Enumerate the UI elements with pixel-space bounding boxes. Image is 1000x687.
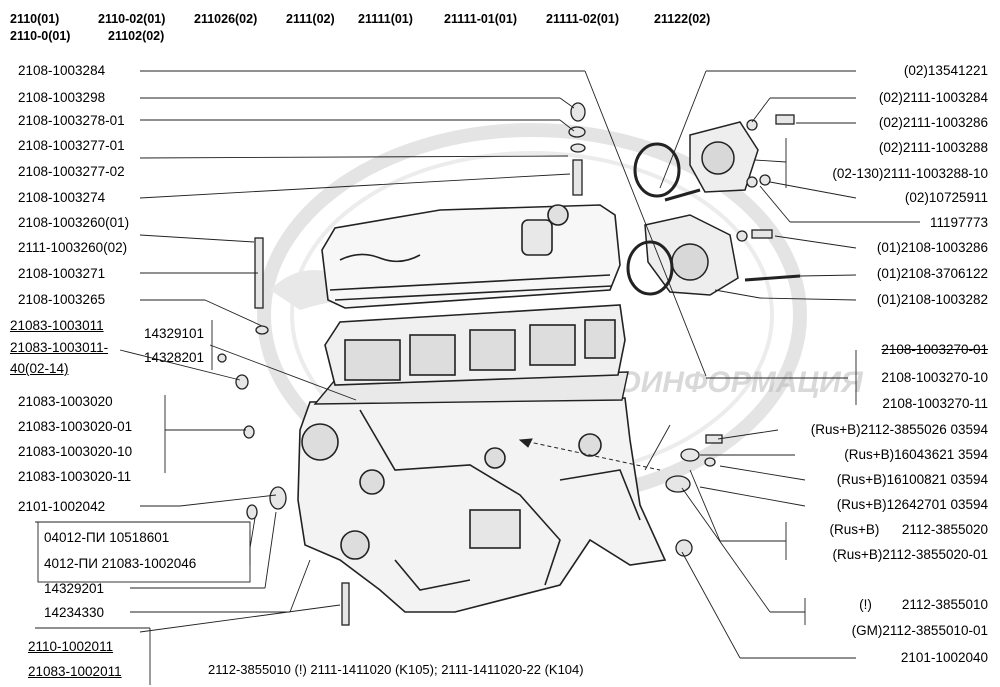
part-number-label: 2108-1003270-01 [881,342,988,357]
part-number-label: 21083-1003011 [10,318,104,333]
part-number-label: 21083-1003020 [18,394,113,409]
part-number-label: (01)2108-1003282 [876,292,988,307]
part-number-label: (Rus+B) 2112-3855020 [829,522,988,537]
part-number-label: (02)2111-1003288 [878,140,988,155]
model-code: 21111-02(01) [546,12,619,26]
part-number-label: 2111-1003260(02) [18,240,128,255]
part-number-label: 21083-1003020-10 [18,444,133,459]
part-number-label: 2110-1002011 [28,639,114,654]
leader-lines-left [35,70,707,685]
part-number-label: (01)2108-3706122 [876,266,988,281]
part-number-label: 21083-1003011- [10,340,109,355]
dashed-arrow [518,438,661,471]
model-code: 2110-02(01) [98,12,166,26]
model-code: 2110-0(01) [10,29,71,43]
valve-cover [321,204,621,309]
model-code: 21102(02) [108,29,165,43]
part-number-label: (02-130)2111-1003288-10 [832,166,988,181]
part-number-label: 2108-1003277-02 [18,164,125,179]
part-number-label: 2108-1003277-01 [18,138,125,153]
part-number-label: 2101-1002040 [900,650,988,665]
model-code: 21111(01) [358,12,413,26]
part-number-label: (02)2111-1003286 [878,115,988,130]
cylinder-head [324,304,626,386]
part-number-label: 21083-1003020-01 [18,419,133,434]
leader-lines-right [644,70,920,659]
part-number-label: 2108-1003265 [18,292,106,307]
model-code: 2110(01) [10,12,60,26]
part-number-label: 21083-1002011 [28,664,122,679]
part-number-label: 2108-1003260(01) [18,215,130,230]
part-number-label: (01)2108-1003286 [876,240,988,255]
thermostat-housing [633,121,759,198]
part-number-label: (Rus+B)2112-3855020-01 [832,547,988,562]
part-number-label: 2108-1003270-11 [882,396,988,411]
part-number-label: 14328201 [144,350,205,365]
part-number-label: (02)2111-1003284 [878,90,988,105]
part-number-label: 2108-1003278-01 [18,113,125,128]
model-code: 2111(02) [286,12,335,26]
model-code: 211026(02) [194,12,258,26]
part-number-label: (02)13541221 [903,63,988,78]
part-number-label: 04012-ПИ 10518601 [44,530,170,545]
part-number-label: (Rus+B)16043621 3594 [844,447,988,462]
part-number-label: 2108-1003274 [18,190,106,205]
part-number-label: (Rus+B)16100821 03594 [836,472,988,487]
part-number-label: (GM)2112-3855010-01 [851,623,988,638]
part-number-label: 2101-1002042 [18,499,106,514]
part-number-label: 4012-ПИ 21083-1002046 [44,556,197,571]
part-number-label: 2108-1003270-10 [881,370,988,385]
part-number-label: 2108-1003271 [18,266,106,281]
part-number-label: 40(02-14) [10,361,69,376]
part-number-label: (!) 2112-3855010 [859,597,988,612]
model-code: 21111-01(01) [444,12,517,26]
label-frames [37,320,251,583]
part-number-label: (02)10725911 [904,190,988,205]
part-number-label: 14329201 [44,581,105,596]
part-number-label: 14234330 [44,605,105,620]
water-pump-housing [626,188,801,296]
part-number-label: 11197773 [929,215,988,230]
footnote-text: 2112-3855010 (!) 2111-1411020 (K105); 21… [208,662,584,677]
part-number-label: 2108-1003298 [18,90,106,105]
model-code: 21122(02) [654,12,711,26]
small-parts [217,102,795,626]
part-number-label: 21083-1003020-11 [18,469,132,484]
part-number-label: (Rus+B)12642701 03594 [836,497,988,512]
part-number-label: (Rus+B)2112-3855026 03594 [810,422,988,437]
part-number-label: 14329101 [144,326,205,341]
part-number-label: 2108-1003284 [18,63,106,78]
cylinder-block [297,397,667,613]
